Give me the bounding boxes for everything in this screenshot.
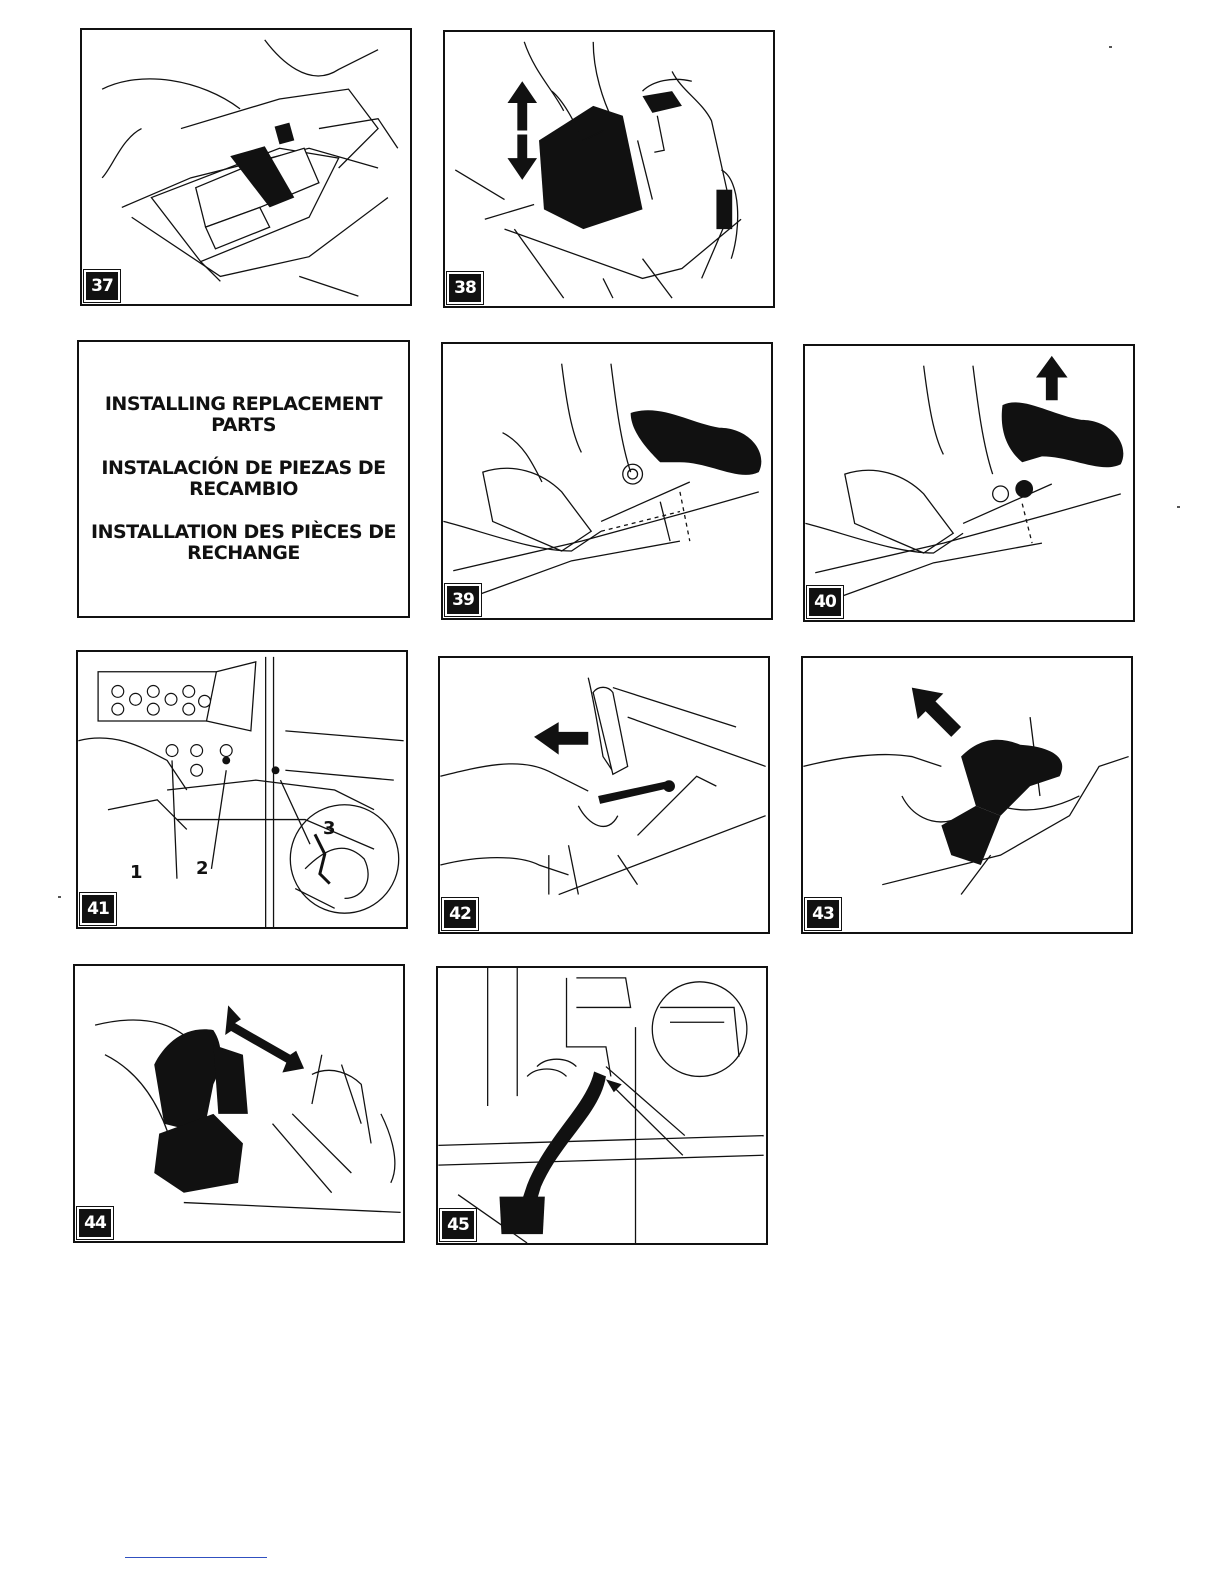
step-37-panel: 37 (80, 28, 412, 306)
callout-2: 2 (196, 858, 209, 879)
step-42-panel: 42 (438, 656, 770, 934)
step-number-badge: 44 (77, 1207, 113, 1239)
harness-routing-illustration (438, 968, 766, 1243)
battery-lift-out-illustration (445, 32, 773, 306)
step-41-panel: 1 2 3 41 (76, 650, 408, 929)
step-39-panel: 39 (441, 342, 773, 620)
switch-wiring-illustration (75, 966, 403, 1241)
step-number-badge: 41 (80, 893, 116, 925)
step-number-badge: 38 (447, 272, 483, 304)
step-number-badge: 43 (805, 898, 841, 930)
callout-1: 1 (130, 862, 143, 883)
title-spanish: INSTALACIÓN DE PIEZAS DE RECAMBIO (79, 458, 408, 500)
scan-speck (1177, 506, 1180, 508)
step-44-panel: 44 (73, 964, 405, 1243)
switch-removal-illustration (803, 658, 1131, 932)
scan-speck (58, 896, 61, 898)
scan-speck (1109, 46, 1112, 48)
step-number-badge: 40 (807, 586, 843, 618)
step-43-panel: 43 (801, 656, 1133, 934)
title-english: INSTALLING REPLACEMENT PARTS (79, 394, 408, 436)
step-number-badge: 45 (440, 1209, 476, 1241)
shifter-removal-illustration (440, 658, 768, 932)
section-title-box: INSTALLING REPLACEMENT PARTS INSTALACIÓN… (77, 340, 410, 618)
step-number-badge: 37 (84, 270, 120, 302)
pedal-screws-illustration (78, 652, 406, 927)
step-38-panel: 38 (443, 30, 775, 308)
pedal-unplug-illustration (805, 346, 1133, 620)
step-45-panel: 45 (436, 966, 768, 1245)
callout-3: 3 (323, 818, 336, 839)
step-40-panel: 40 (803, 344, 1135, 622)
bottom-rule (125, 1557, 267, 1558)
step-number-badge: 42 (442, 898, 478, 930)
title-french: INSTALLATION DES PIÈCES DE RECHANGE (79, 522, 408, 564)
step-number-badge: 39 (445, 584, 481, 616)
pedal-connector-illustration (443, 344, 771, 618)
battery-compartment-illustration (82, 30, 410, 304)
